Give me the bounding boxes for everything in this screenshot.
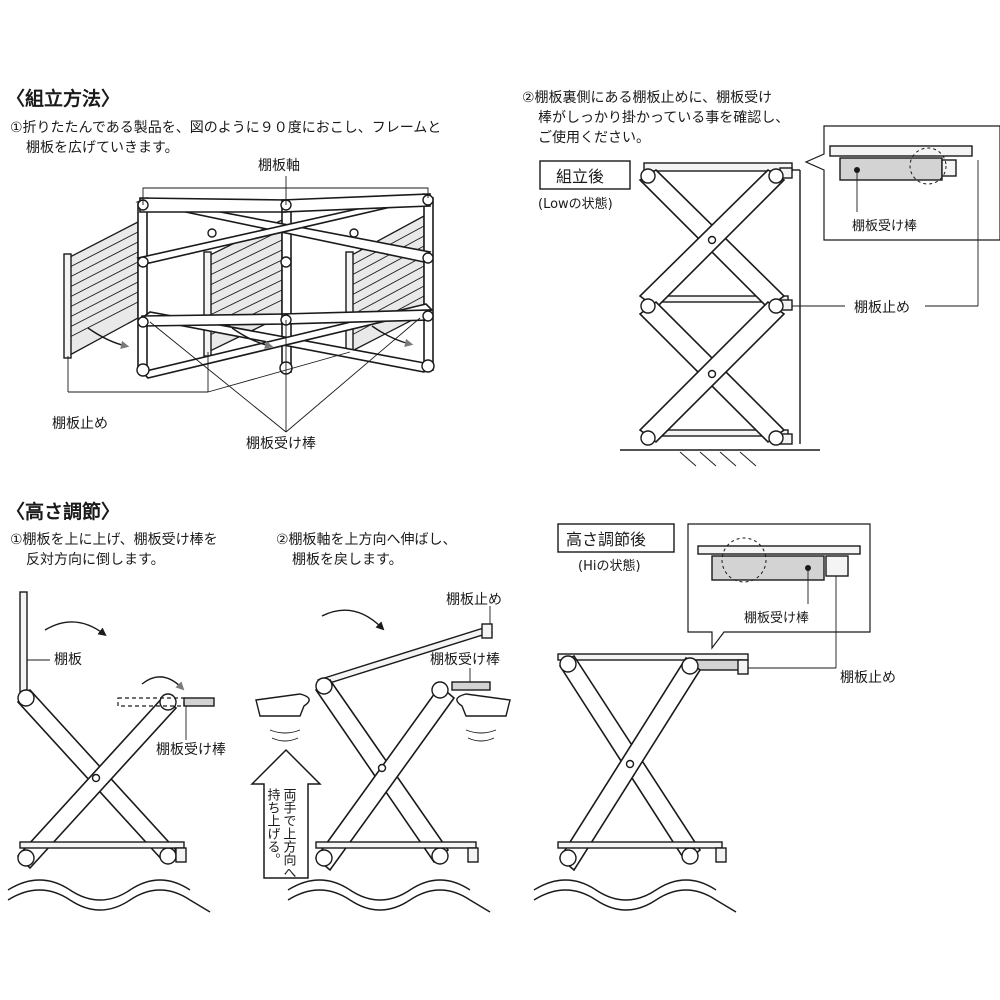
label-support-mid: 棚板受け棒 (430, 652, 500, 668)
after-height-title: 高さ調節後 (566, 530, 646, 549)
assembly-step1-line2: 棚板を広げていきます。 (26, 140, 179, 156)
arrow-text-line1: 両手で上方向へ (281, 788, 297, 879)
after-assembly-title-box (539, 160, 631, 190)
rotate-arrow-icon (371, 325, 414, 348)
shelf-panel-right (345, 214, 425, 357)
shelf-panel-left (63, 220, 139, 359)
height-step1-figure (7, 591, 215, 913)
label-shelf-shaft: 棚板軸 (258, 158, 300, 174)
height-step2-line2: 棚板を戻します。 (292, 552, 403, 568)
assembly-step2-line3: ご使用ください。 (538, 129, 650, 146)
assembly-step1-line1: ①折りたたんである製品を、図のように９０度におこし、フレームと (10, 120, 441, 136)
low-callout-support-label: 棚板受け棒 (852, 219, 917, 234)
label-stopper-mid: 棚板止め (446, 592, 502, 608)
low-stopper-label: 棚板止め (854, 300, 910, 316)
hi-state-rack (533, 653, 749, 913)
left-hand-icon (255, 693, 310, 717)
label-shelf: 棚板 (54, 652, 82, 668)
height-heading: 〈高さ調節〉 (6, 500, 120, 523)
arrow-text-line2: 持ち上げる。 (265, 788, 281, 866)
low-callout: 棚板受け棒 (804, 125, 1000, 241)
assembly-perspective-rack (63, 193, 435, 379)
rotate-arrow-icon (87, 327, 130, 350)
hi-stopper-label: 棚板止め (840, 670, 896, 686)
label-shelf-support: 棚板受け棒 (246, 436, 316, 452)
after-height-title-box (557, 523, 675, 553)
low-state-rack (620, 162, 820, 467)
height-step1-line1: ①棚板を上に上げ、棚板受け棒を (10, 532, 218, 548)
height-step2-figure (255, 609, 511, 913)
frame-post (137, 203, 148, 373)
lift-up-arrow-icon (250, 748, 322, 879)
height-step2-line1: ②棚板軸を上方向へ伸ばし、 (276, 532, 457, 548)
height-step1-line2: 反対方向に倒します。 (26, 552, 165, 568)
assembly-step2-line2: 棒がしっかり掛かっている事を確認し、 (538, 110, 789, 126)
assembly-step2-line1: ②棚板裏側にある棚板止めに、棚板受け (522, 89, 772, 106)
hi-callout-support-label: 棚板受け棒 (744, 611, 809, 626)
rotate-arrow-icon (231, 327, 274, 350)
frame-post (423, 197, 434, 371)
after-assembly-subtitle: (Lowの状態) (538, 196, 613, 212)
after-assembly-title: 組立後 (556, 167, 604, 186)
after-height-subtitle: (Hiの状態) (578, 558, 641, 574)
hi-callout: 棚板受け棒 (687, 523, 871, 650)
label-shelf-stopper: 棚板止め (52, 416, 108, 432)
label-support-left: 棚板受け棒 (156, 742, 226, 758)
right-hand-icon (456, 693, 511, 717)
assembly-heading: 〈組立方法〉 (6, 87, 120, 110)
